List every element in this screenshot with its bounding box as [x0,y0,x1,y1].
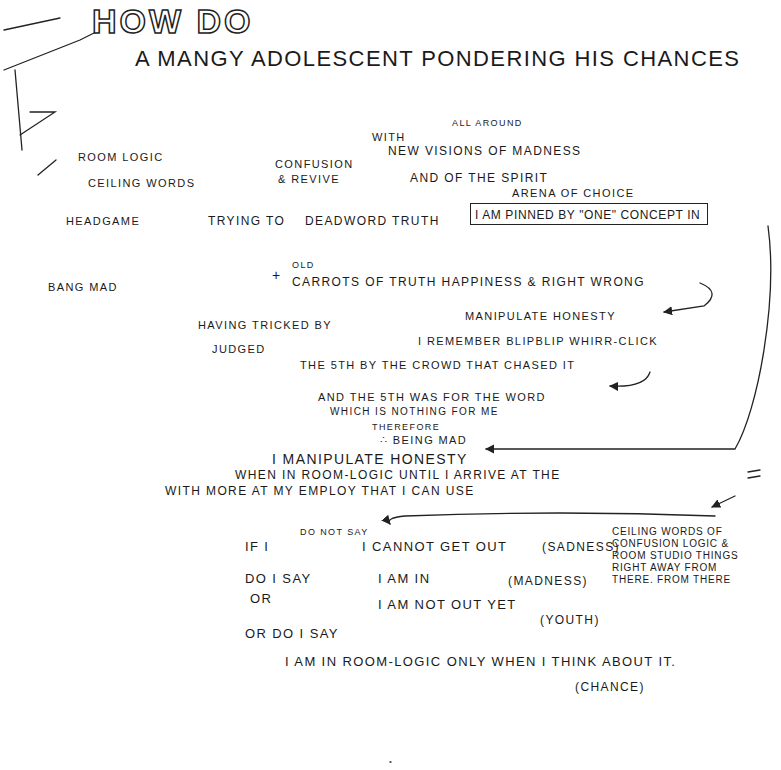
note-text: (MADNESS) [508,574,588,588]
note-text: I MANIPULATE HONESTY [272,452,468,466]
note-text: (YOUTH) [540,613,600,627]
note-text: I AM IN [378,572,430,586]
note-text: WITH MORE AT MY EMPLOY THAT I CAN USE [165,484,475,498]
note-text: IF I [245,540,269,554]
note-text: WHICH IS NOTHING FOR ME [330,405,499,419]
note-text: WITH [372,130,406,144]
note-text: (SADNESS) [542,540,620,554]
note-text: (CHANCE) [575,680,645,694]
note-text: DO NOT SAY [300,525,369,539]
note-text: CARROTS OF TRUTH HAPPINESS & RIGHT WRONG [292,275,645,289]
note-text: JUDGED [212,342,266,356]
note-text: ARENA OF CHOICE [512,186,634,200]
flag-stroke [4,32,96,70]
subtitle-text: A MANGY ADOLESCENT PONDERING HIS CHANCES [135,52,740,66]
note-text: CEILING WORDS OF CONFUSION LOGIC & ROOM … [612,526,762,586]
arrow-line [610,372,650,386]
page-dot [390,761,391,762]
note-text: WHEN IN ROOM-LOGIC UNTIL I ARRIVE AT THE [235,468,561,482]
node-text: I AM PINNED BY "ONE" CONCEPT IN [475,208,700,222]
arrow-line [712,496,735,507]
arrow-line [748,470,760,478]
note-text: TRYING TO [208,214,285,228]
note-text: & REVIVE [278,172,340,186]
note-text: NEW VISIONS OF MADNESS [388,144,582,158]
note-text: ALL AROUND [452,116,523,130]
note-text: HEADGAME [66,214,140,228]
note-text: ROOM LOGIC [78,150,164,164]
note-text: OLD [292,258,315,272]
note-text: I AM IN ROOM-LOGIC ONLY WHEN I THINK ABO… [285,655,676,669]
note-text: HAVING TRICKED BY [198,318,332,332]
flag-stroke [38,160,56,175]
note-text: CONFUSION [275,157,354,171]
note-text: OR DO I SAY [245,627,339,641]
arrow-line [389,513,715,524]
note-text: THEREFORE [372,420,440,434]
note-text: MANIPULATE HONESTY [465,309,616,323]
note-text: + [272,268,282,282]
arrow-line [664,283,712,312]
title-outline: HOW DO [92,2,254,40]
note-text: BANG MAD [48,280,118,294]
note-text: DO I SAY [245,572,312,586]
note-text: THE 5TH BY THE CROWD THAT CHASED IT [300,358,575,372]
note-text: DEADWORD TRUTH [305,214,440,228]
note-text: AND OF THE SPIRIT [410,171,548,185]
note-text: OR [250,592,272,606]
note-text: CEILING WORDS [88,176,195,190]
note-text: I REMEMBER BLIPBLIP WHIRR-CLICK [418,334,658,348]
flag-stroke [4,18,60,30]
note-text: ∴ BEING MAD [380,433,467,447]
boxed-phrase: I AM PINNED BY "ONE" CONCEPT IN [470,203,708,225]
flag-stroke [20,112,55,135]
note-text: AND THE 5TH WAS FOR THE WORD [318,390,546,404]
note-text: I CANNOT GET OUT [362,540,507,554]
flag-stroke [15,70,22,150]
note-text: I AM NOT OUT YET [378,598,517,612]
